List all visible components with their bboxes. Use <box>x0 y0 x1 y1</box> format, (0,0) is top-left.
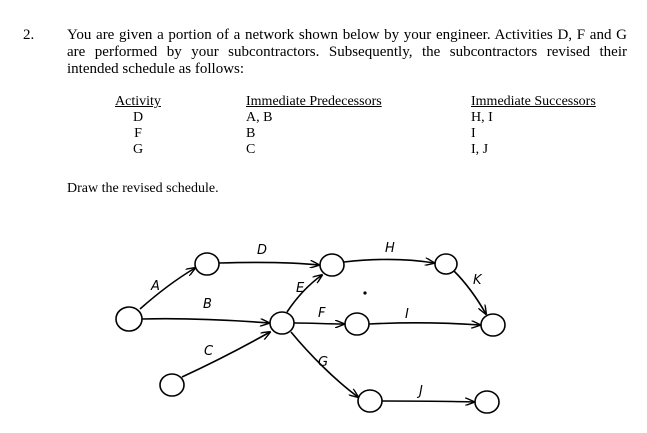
table-cell-activity-g: G <box>132 142 144 157</box>
table-cell-pred-g: C <box>246 142 256 157</box>
table-header-activity: Activity <box>115 94 161 109</box>
activity-label-j: J <box>416 384 423 399</box>
network-dot <box>363 291 367 295</box>
arrow-c <box>181 332 270 378</box>
arrow-e <box>286 275 322 313</box>
table-column-predecessors: Immediate Predecessors A, B B C <box>246 94 382 158</box>
arrow-h <box>343 259 434 263</box>
question-text: You are given a portion of a network sho… <box>67 27 627 77</box>
table-cell-activity-f: F <box>134 126 142 141</box>
activity-label-f: F <box>318 306 326 321</box>
arrow-a <box>139 268 195 310</box>
activity-label-e: E <box>296 281 305 296</box>
table-header-successors: Immediate Successors <box>471 94 596 109</box>
network-node-2 <box>194 252 220 276</box>
arrow-i <box>368 323 480 325</box>
activity-label-k: K <box>473 273 483 288</box>
activity-label-g: G <box>318 355 328 370</box>
network-node-7 <box>434 253 458 275</box>
table-header-predecessors: Immediate Predecessors <box>246 94 382 109</box>
activity-label-h: H <box>385 241 395 256</box>
arrow-b <box>141 317 269 323</box>
arrow-g <box>290 331 358 397</box>
instruction-text: Draw the revised schedule. <box>67 181 219 196</box>
table-cell-pred-d: A, B <box>246 110 273 125</box>
arrow-k <box>453 270 486 314</box>
arrow-j <box>381 401 474 402</box>
table-cell-succ-f: I <box>471 126 476 141</box>
table-cell-pred-f: B <box>246 126 256 141</box>
network-node-1 <box>115 306 143 332</box>
activity-label-b: B <box>203 297 212 312</box>
network-node-3 <box>159 373 185 397</box>
network-node-4 <box>269 311 295 335</box>
activity-label-d: D <box>257 243 267 258</box>
network-node-5 <box>319 253 345 277</box>
arrow-d <box>218 262 319 265</box>
activity-label-i: I <box>405 307 409 322</box>
table-column-successors: Immediate Successors H, I I I, J <box>471 94 596 158</box>
network-node-8 <box>480 313 506 337</box>
network-node-9 <box>357 389 383 413</box>
table-column-activity: Activity D F G <box>112 94 164 158</box>
activity-label-c: C <box>204 344 214 359</box>
question-number: 2. <box>23 27 35 43</box>
table-cell-activity-d: D <box>132 110 144 125</box>
arrow-f <box>293 323 344 324</box>
network-node-10 <box>474 390 500 414</box>
table-cell-succ-d: H, I <box>471 110 493 125</box>
network-node-6 <box>344 312 370 336</box>
activity-label-a: A <box>150 279 160 294</box>
table-cell-succ-g: I, J <box>471 142 489 157</box>
